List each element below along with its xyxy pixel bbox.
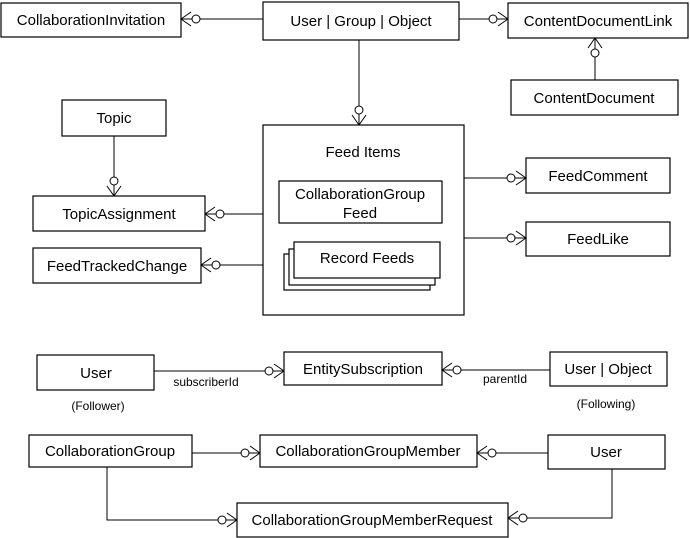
- crow-foot-icon: [106, 176, 122, 197]
- entity-collaboration-group-member: CollaborationGroupMember: [259, 434, 478, 468]
- crow-foot-icon: [351, 105, 367, 126]
- connector-user-memberrequest: [508, 469, 613, 519]
- connectors: [106, 11, 613, 528]
- entity-topic: Topic: [61, 99, 167, 137]
- crow-foot-icon: [264, 363, 285, 379]
- entity-label: TopicAssignment: [62, 206, 176, 223]
- entity-label: ContentDocumentLink: [524, 13, 673, 30]
- entity-label: CollaborationGroupMember: [275, 443, 460, 460]
- entity-label: CollaborationGroup: [45, 443, 175, 460]
- crow-foot-icon: [204, 206, 225, 222]
- entity-label: FeedTrackedChange: [47, 258, 187, 275]
- crow-foot-icon: [180, 11, 201, 27]
- entity-label: Topic: [96, 110, 132, 127]
- entity-topic-assignment: TopicAssignment: [32, 195, 206, 232]
- entity-user-member: User: [547, 434, 666, 470]
- crow-foot-icon: [587, 37, 603, 58]
- crow-foot-icon: [506, 230, 527, 246]
- entity-record-feeds-stack: Record Feeds: [283, 241, 441, 291]
- parent-id-label: parentId: [483, 372, 527, 386]
- entity-label-line1: CollaborationGroup: [295, 186, 425, 203]
- crow-foot-icon: [488, 11, 509, 27]
- entity-label: FeedComment: [548, 168, 648, 185]
- entity-feed-like: FeedLike: [525, 221, 671, 257]
- crow-foot-icon: [507, 510, 528, 526]
- entity-label: User: [80, 365, 112, 382]
- entity-label: User | Group | Object: [290, 13, 432, 30]
- entity-feed-items: Feed Items CollaborationGroup Feed Recor…: [262, 124, 465, 316]
- following-caption: (Following): [577, 397, 636, 411]
- crow-foot-icon: [240, 445, 261, 461]
- entity-entity-subscription: EntitySubscription: [283, 351, 443, 386]
- entity-label: User | Object: [564, 361, 652, 378]
- entity-label: EntitySubscription: [303, 361, 423, 378]
- entity-collaboration-invitation: CollaborationInvitation: [0, 2, 182, 38]
- entity-collaboration-group: CollaborationGroup: [28, 434, 193, 468]
- crow-foot-icon: [506, 170, 527, 186]
- entity-feed-comment: FeedComment: [525, 157, 671, 194]
- entity-label-line2: Feed: [343, 205, 377, 222]
- crow-foot-icon: [200, 257, 221, 273]
- entity-collaboration-group-feed: CollaborationGroup Feed: [278, 180, 443, 224]
- feed-items-title: Feed Items: [325, 144, 400, 161]
- entity-label: CollaborationInvitation: [17, 12, 165, 29]
- connector-group-memberrequest: [106, 467, 237, 521]
- entity-user-group-object: User | Group | Object: [262, 1, 460, 41]
- entity-label: User: [590, 444, 622, 461]
- entity-content-document-link: ContentDocumentLink: [507, 2, 689, 39]
- crow-foot-icon: [217, 512, 238, 528]
- entity-label: ContentDocument: [534, 90, 656, 107]
- entity-label: Record Feeds: [320, 250, 414, 267]
- entity-collaboration-group-member-request: CollaborationGroupMemberRequest: [236, 502, 509, 538]
- crow-foot-icon: [476, 445, 497, 461]
- entity-content-document: ContentDocument: [510, 79, 679, 116]
- entity-label: CollaborationGroupMemberRequest: [252, 512, 494, 529]
- crow-foot-icon: [441, 362, 462, 378]
- entity-label: FeedLike: [567, 231, 629, 248]
- follower-caption: (Follower): [71, 399, 124, 413]
- subscriber-id-label: subscriberId: [173, 375, 238, 389]
- entity-feed-tracked-change: FeedTrackedChange: [32, 247, 202, 284]
- entity-user-follower: User: [36, 354, 155, 391]
- entity-user-object-following: User | Object: [549, 351, 668, 387]
